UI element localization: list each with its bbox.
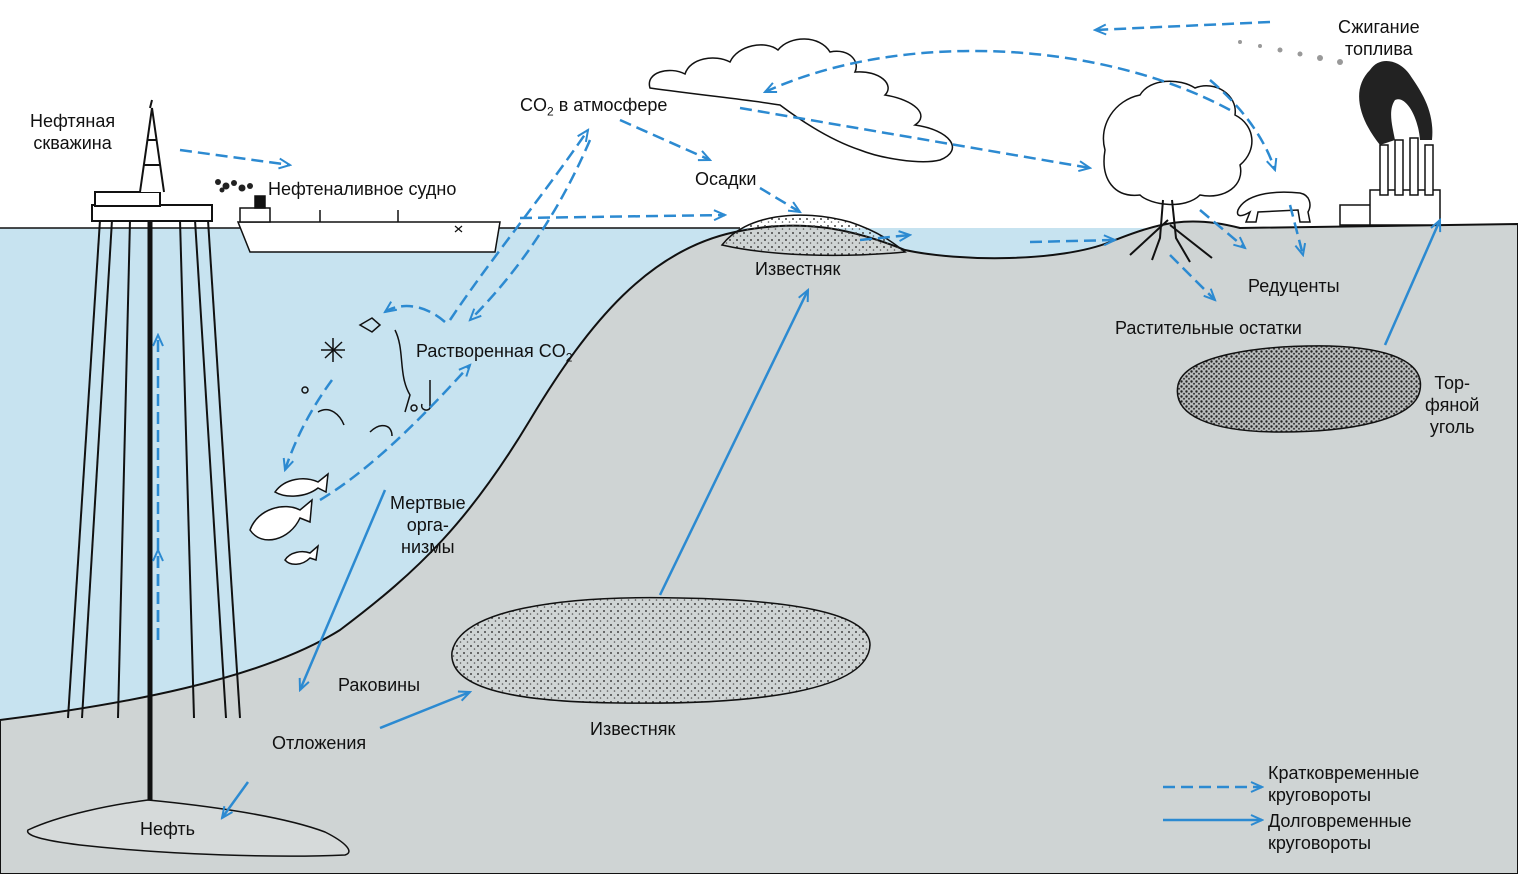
legend-short-cycles: Кратковременные круговороты	[1268, 763, 1420, 805]
plankton	[301, 317, 431, 437]
label-oil: Нефть	[140, 819, 196, 839]
label-oil-well: Нефтяная скважина	[30, 111, 116, 153]
label-decomposers: Редуценты	[1248, 276, 1340, 296]
label-limestone-top: Известняк	[755, 259, 841, 279]
flow-arrows	[158, 20, 1440, 820]
cloud	[648, 38, 953, 163]
label-fuel-burning: Сжигание топлива	[1338, 17, 1420, 59]
label-shells: Раковины	[338, 675, 421, 695]
tanker-smoke	[215, 179, 253, 193]
oil-pocket	[26, 799, 350, 857]
label-plant-remains: Растительные остатки	[1115, 318, 1302, 338]
oil-platform	[67, 99, 241, 800]
grazing-animal	[1236, 191, 1311, 223]
peat-coal-deposit	[1176, 345, 1422, 433]
label-dead-organisms: Мертвые орга- низмы	[390, 493, 466, 557]
label-dissolved-co2: Растворенная CO2	[416, 341, 573, 365]
tree	[1102, 80, 1253, 263]
label-peat-coal: Тор- фяной уголь	[1425, 373, 1480, 437]
label-tanker: Нефтеналивное судно	[268, 179, 457, 199]
limestone-mound	[720, 214, 907, 257]
label-sediments: Отложения	[272, 733, 367, 753]
fish	[249, 472, 329, 565]
label-precipitation: Осадки	[695, 169, 757, 189]
smoke-trail	[1238, 40, 1343, 65]
legend-long-cycles: Долговременные круговороты	[1268, 811, 1412, 853]
tanker-ship	[236, 195, 501, 253]
label-limestone-bottom: Известняк	[590, 719, 676, 739]
factory-smoke	[1359, 60, 1433, 146]
label-co2-atmosphere: CO2 в атмосфере	[520, 95, 668, 119]
factory	[1339, 137, 1441, 226]
limestone-deposit	[451, 596, 871, 704]
